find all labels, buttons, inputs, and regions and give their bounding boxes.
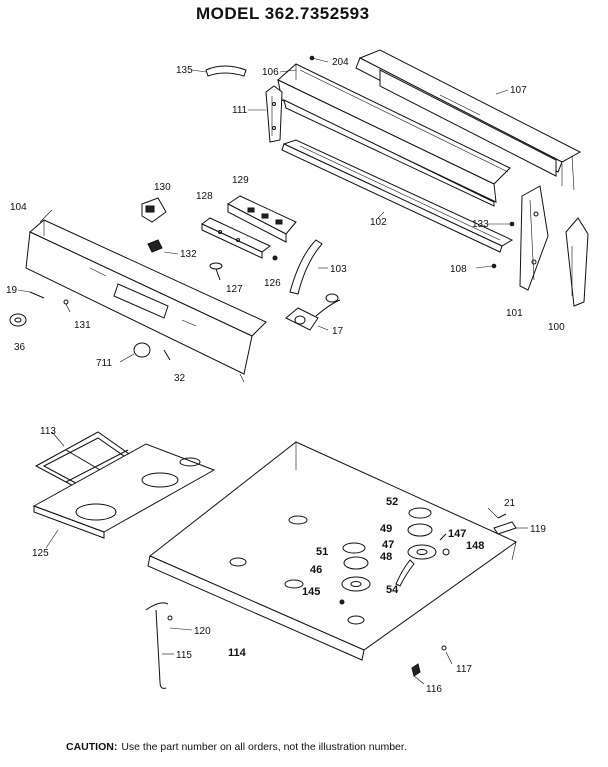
callout-labels: 135 204 106 107 111 130 128 129 104 102 … — [6, 57, 565, 695]
control-panel-104 — [25, 219, 267, 383]
channel-102 — [281, 139, 514, 253]
part-116 — [411, 663, 421, 677]
callout-36: 36 — [14, 342, 26, 353]
backguard-106 — [277, 63, 511, 207]
callout-148: 148 — [466, 540, 484, 552]
callout-49: 49 — [380, 523, 392, 535]
burner-47 — [407, 544, 437, 560]
knob-36 — [9, 313, 27, 327]
screw-133 — [509, 221, 515, 227]
callout-17: 17 — [332, 326, 344, 337]
screw-126 — [272, 255, 278, 261]
callout-51: 51 — [316, 546, 328, 558]
screw-21 — [497, 513, 507, 519]
rear-trim-panel-107 — [355, 49, 582, 191]
callout-120: 120 — [194, 626, 211, 637]
screw-131 — [63, 299, 69, 305]
callout-147: 147 — [448, 528, 466, 540]
part-148 — [442, 548, 450, 556]
callout-711: 711 — [96, 358, 112, 369]
callout-103: 103 — [330, 264, 347, 275]
callout-119: 119 — [530, 524, 546, 535]
rod-115 — [145, 602, 169, 689]
callout-46: 46 — [310, 564, 322, 576]
callout-54: 54 — [386, 584, 399, 596]
callout-115: 115 — [176, 650, 192, 661]
plate-128 — [201, 217, 271, 259]
callout-52: 52 — [386, 496, 398, 508]
knob-711 — [133, 342, 151, 358]
callout-19: 19 — [6, 285, 18, 296]
callout-135: 135 — [176, 65, 193, 76]
caution-label: CAUTION: — [66, 741, 118, 753]
callout-108: 108 — [450, 264, 467, 275]
callout-104: 104 — [10, 202, 27, 213]
drip-pan-125 — [32, 443, 216, 539]
callout-145: 145 — [302, 586, 320, 598]
tube-54 — [395, 559, 415, 587]
valve-17 — [285, 293, 341, 331]
screw-108 — [491, 263, 497, 269]
callout-131: 131 — [74, 320, 91, 331]
part-147 — [439, 533, 447, 541]
callout-128: 128 — [196, 191, 213, 202]
clip-132 — [147, 239, 163, 253]
screw-145 — [339, 599, 345, 605]
callout-113: 113 — [40, 426, 56, 437]
burner-49 — [407, 523, 433, 537]
burner-51 — [342, 542, 366, 554]
callout-126: 126 — [264, 278, 281, 289]
callout-133: 133 — [472, 219, 489, 230]
callout-116: 116 — [426, 684, 442, 695]
burner-46 — [341, 576, 371, 592]
burner-48 — [343, 556, 369, 570]
cooktop-114 — [147, 441, 517, 661]
callout-127: 127 — [226, 284, 243, 295]
callout-129: 129 — [232, 175, 249, 186]
callout-114: 114 — [228, 647, 247, 659]
callout-107: 107 — [510, 85, 527, 96]
model-title: MODEL 362.7352593 — [196, 4, 370, 23]
part-119 — [493, 521, 517, 535]
callout-204: 204 — [332, 57, 349, 68]
strap-103 — [289, 239, 323, 295]
callout-21: 21 — [504, 498, 516, 509]
part-120 — [167, 615, 173, 621]
caution-note: CAUTION:Use the part number on all order… — [66, 741, 407, 753]
callout-130: 130 — [154, 182, 171, 193]
side-panel-100 — [565, 217, 589, 307]
screw-32 — [163, 349, 171, 361]
leader-lines — [17, 57, 528, 685]
bracket-111 — [265, 85, 283, 143]
part-117 — [441, 645, 447, 651]
callout-101: 101 — [506, 308, 523, 319]
switch-130 — [141, 197, 167, 223]
callout-48: 48 — [380, 551, 392, 563]
callout-111: 111 — [232, 105, 248, 116]
callout-106: 106 — [262, 67, 279, 78]
handle-135 — [205, 65, 247, 77]
callout-117: 117 — [456, 664, 472, 675]
callout-132: 132 — [180, 249, 197, 260]
callout-125: 125 — [32, 548, 49, 559]
clock-timer-129 — [227, 195, 297, 243]
caution-text: Use the part number on all orders, not t… — [121, 741, 407, 753]
shaft-127 — [209, 262, 223, 281]
callout-102: 102 — [370, 217, 387, 228]
callout-47: 47 — [382, 539, 394, 551]
burner-52 — [408, 507, 432, 519]
bracket-101 — [519, 185, 549, 291]
callout-100: 100 — [548, 322, 565, 333]
callout-32: 32 — [174, 373, 186, 384]
screw-19 — [29, 291, 45, 299]
